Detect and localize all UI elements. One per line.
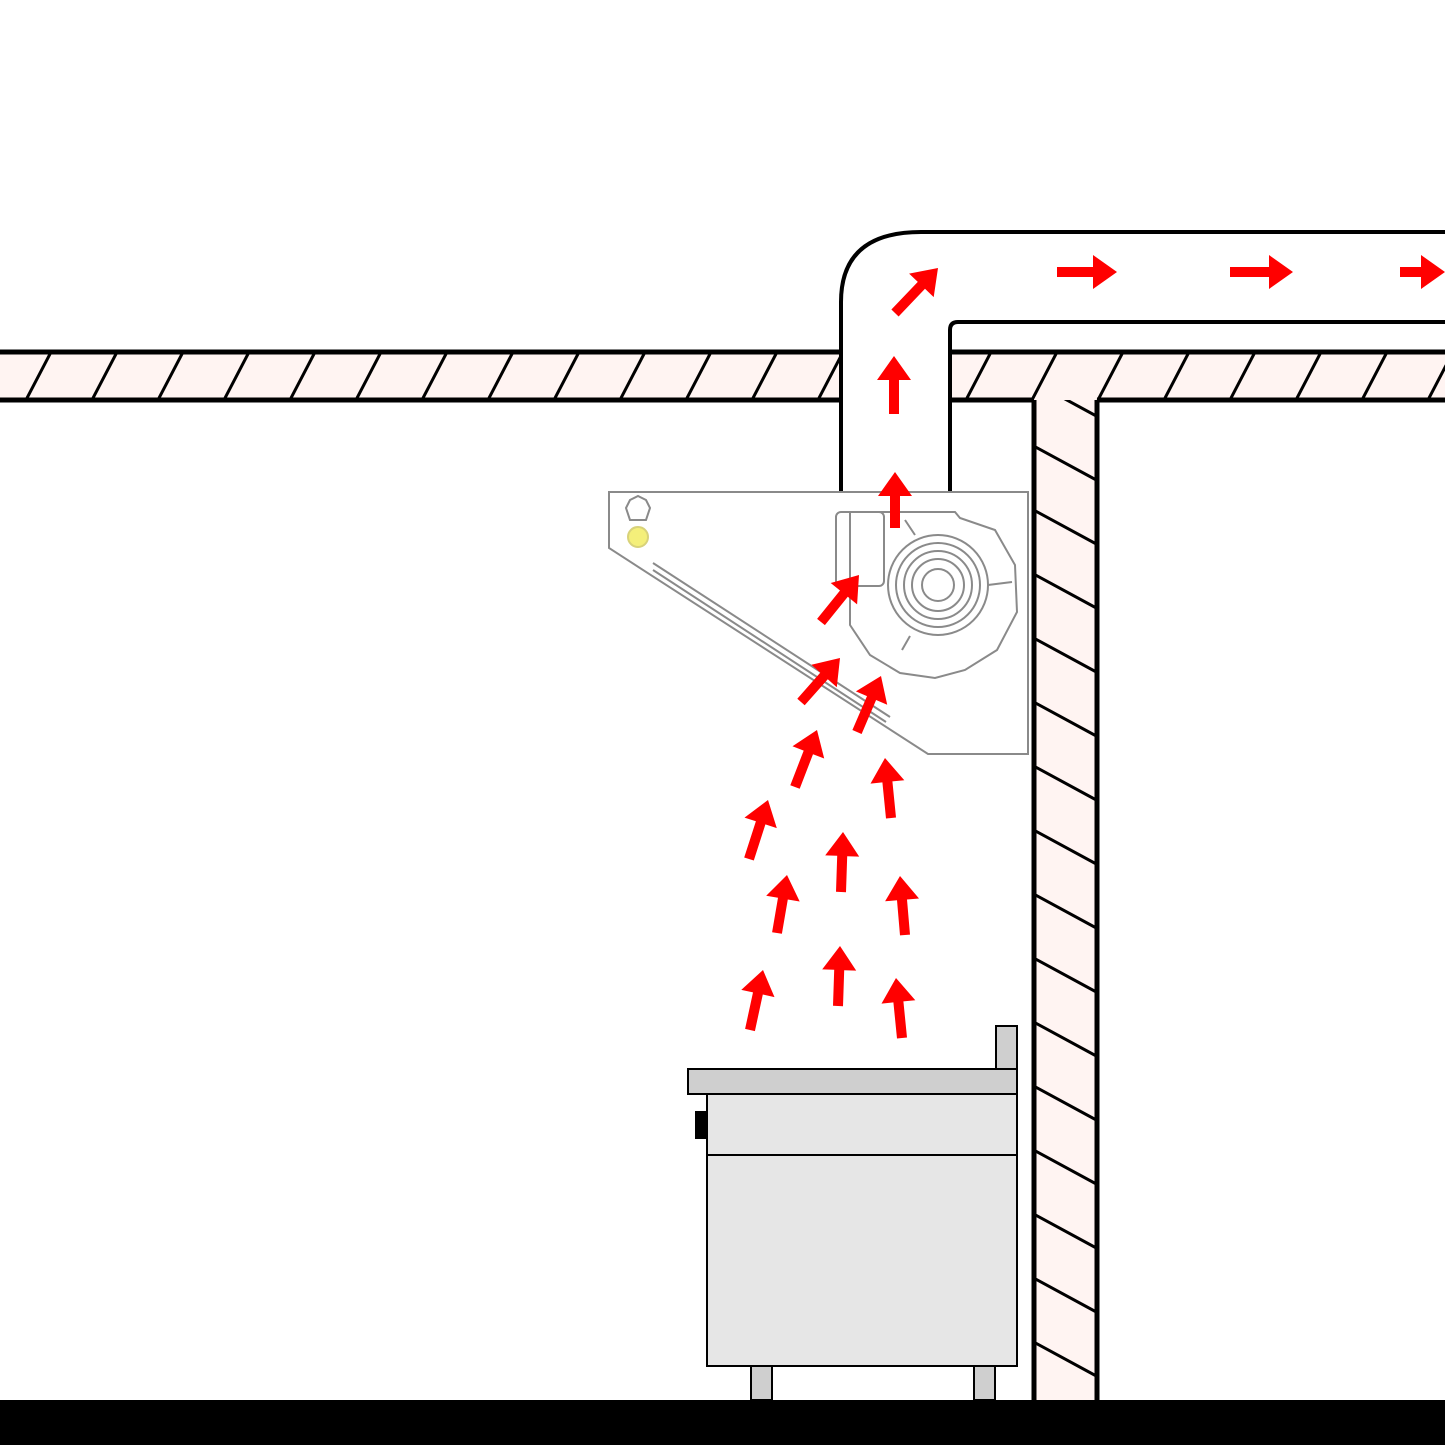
- arrow-icon: [878, 472, 912, 528]
- hatch-line: [1034, 1212, 1097, 1251]
- appliance-leg-right: [973, 1365, 996, 1401]
- arrow-icon: [852, 676, 888, 734]
- hatch-line: [1034, 1148, 1097, 1187]
- hatch-line: [1034, 572, 1097, 611]
- exhaust-duct: [839, 230, 1445, 492]
- hatch-line: [1034, 1276, 1097, 1315]
- hatch-line: [1034, 892, 1097, 931]
- hatch-line: [1360, 352, 1389, 400]
- hatch-line: [618, 352, 647, 400]
- ceiling-outline: [0, 349, 1445, 403]
- hatch-line: [1294, 352, 1323, 400]
- hatch-line: [552, 352, 581, 400]
- ceiling-slab-right: [950, 352, 1445, 400]
- hatch-line: [1034, 636, 1097, 675]
- hatch-line: [750, 352, 779, 400]
- appliance-worktop: [687, 1068, 1018, 1095]
- appliance-body: [706, 1154, 1018, 1367]
- hatch-line: [964, 352, 993, 400]
- hood-housing: [608, 491, 1029, 755]
- arrow-icon: [822, 946, 857, 1007]
- arrow-icon: [1057, 255, 1117, 289]
- hatch-line: [1034, 1020, 1097, 1059]
- fan-icon: [887, 519, 1013, 651]
- arrow-icon: [877, 356, 911, 414]
- hatch-line: [1034, 828, 1097, 867]
- hatch-line: [1426, 364, 1445, 400]
- arrow-icon: [891, 268, 938, 317]
- appliance-backsplash: [995, 1025, 1018, 1070]
- hatch-line: [90, 352, 119, 400]
- hatch-line: [354, 352, 383, 400]
- arrow-icon: [817, 575, 859, 626]
- light-bulb-icon: [624, 494, 652, 548]
- arrow-icon: [1400, 255, 1445, 289]
- cooking-appliance: [687, 1025, 1018, 1401]
- hatch-line: [486, 352, 515, 400]
- hatch-line: [156, 352, 185, 400]
- hatch-line: [222, 352, 251, 400]
- fan-housing: [849, 511, 1019, 680]
- arrow-icon: [741, 970, 775, 1032]
- hatch-line: [288, 352, 317, 400]
- hatch-line: [1063, 400, 1097, 419]
- arrow-icon: [870, 758, 905, 819]
- hatch-line: [1030, 352, 1059, 400]
- hatch-line: [1034, 444, 1097, 483]
- hatch-line: [1162, 352, 1191, 400]
- arrow-icon: [766, 875, 800, 934]
- wall: [1031, 400, 1100, 1400]
- arrow-icon: [744, 800, 777, 861]
- hatch-line: [1034, 1084, 1097, 1123]
- extraction-hood: [608, 491, 1029, 755]
- hatch-line: [24, 352, 53, 400]
- arrow-icon: [790, 730, 825, 789]
- arrow-icon: [797, 658, 840, 706]
- arrow-icon: [881, 978, 916, 1039]
- hatch-line: [1096, 352, 1125, 400]
- appliance-knob: [695, 1111, 708, 1139]
- hatch-line: [1228, 352, 1257, 400]
- hatch-line: [1034, 700, 1097, 739]
- grease-filter: [652, 562, 891, 718]
- arrow-icon: [1230, 255, 1293, 289]
- hatch-line: [1034, 764, 1097, 803]
- hatch-line: [684, 352, 713, 400]
- arrow-icon: [885, 876, 919, 936]
- hatch-line: [1034, 1340, 1097, 1379]
- arrow-icon: [825, 832, 860, 893]
- hatch-line: [1034, 508, 1097, 547]
- ceiling-slab-left: [0, 352, 841, 400]
- hatch-line: [420, 352, 449, 400]
- filter-box: [835, 511, 885, 587]
- hatch-line: [1034, 956, 1097, 995]
- airflow-arrows: [741, 255, 1445, 1039]
- appliance-leg-left: [750, 1365, 773, 1401]
- floor: [0, 1400, 1445, 1445]
- hatch-line: [816, 352, 841, 400]
- appliance-control-panel: [706, 1093, 1018, 1156]
